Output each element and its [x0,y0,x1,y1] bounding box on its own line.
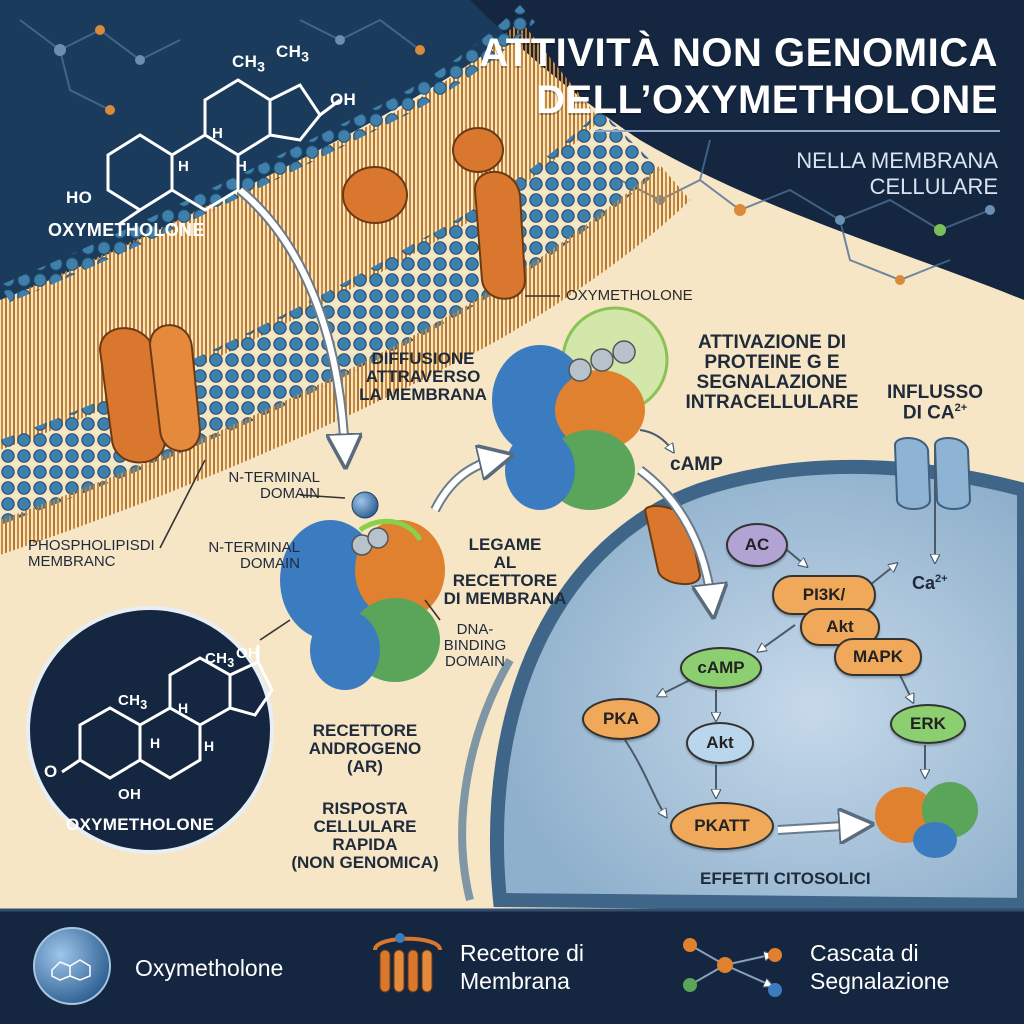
receptor-active [492,306,669,510]
legend-molecule-icon [33,927,111,1005]
atom-oh-inset-top: OH [236,645,260,662]
atom-ch3-inset: CH3 [205,650,235,670]
page-subtitle: NELLA MEMBRANA CELLULARE [578,148,998,201]
label-oxymetholone-pointer: OXYMETHOLONE [566,287,693,304]
atom-ch3-top-2: CH3 [276,42,310,66]
atom-o-inset: O [44,762,58,781]
membrane-channels [98,127,527,464]
legend-background [0,910,1024,1024]
atom-h2-inset: H [178,700,189,716]
title-line2: DELL’OXYMETHOLONE [536,78,998,123]
legend-cascade-icon [683,938,782,997]
title-line1: ATTIVITÀ NON GENOMICA [479,31,998,75]
page-title: ATTIVITÀ NON GENOMICA DELL’OXYMETHOLONE [478,30,998,124]
pointer-lines [159,295,560,641]
label-camp-top: cAMP [670,454,723,475]
label-ca-ion: Ca2+ [912,573,948,593]
top-molecule-skeleton [106,78,341,227]
atom-oh-inset-bottom: OH [118,786,142,803]
subtitle-line2: CELLULARE [869,174,998,200]
inset-molecule-circle [26,606,274,854]
pathway-arrows [624,429,935,815]
atom-h3-inset: H [204,738,215,754]
legend-receptor-icon [373,933,442,993]
title-divider [595,130,1000,132]
background-nodes [54,25,995,285]
effector-complex [875,782,978,858]
atom-oh-top: OH [330,90,357,109]
legend-oxymetholone: Oxymetholone [135,955,284,981]
node-pkatt: PKATT [670,802,774,850]
atom-ho-top: HO [66,188,93,207]
calcium-channel [893,437,972,510]
node-akt: Akt [686,722,754,764]
node-mapk: MAPK [834,638,922,676]
label-cytosolic: EFFETTI CITOSOLICI [700,869,871,888]
molecule-top-label: OXYMETHOLONE [48,220,205,240]
atom-ch3-inset-2: CH3 [118,692,148,712]
molecule-inset-label: OXYMETHOLONE [66,815,215,834]
node-pka: PKA [582,698,660,740]
flow-arrows [238,187,860,830]
atom-h3-top: H [236,158,248,175]
node-erk: ERK [890,704,966,744]
receptor-ar [280,491,445,690]
label-calcium-influx: INFLUSSO DI CA2+ [886,382,984,424]
inset-molecule-skeleton [61,645,274,780]
atom-ch3-top: CH3 [232,52,266,76]
atom-h1-inset: H [150,735,161,751]
node-ac: AC [726,523,788,567]
node-camp: cAMP [680,647,762,689]
atom-h1-top: H [178,158,190,175]
title-panel [470,0,1024,300]
atom-h2-top: H [212,125,224,142]
subtitle-line1: NELLA MEMBRANA [796,148,998,173]
